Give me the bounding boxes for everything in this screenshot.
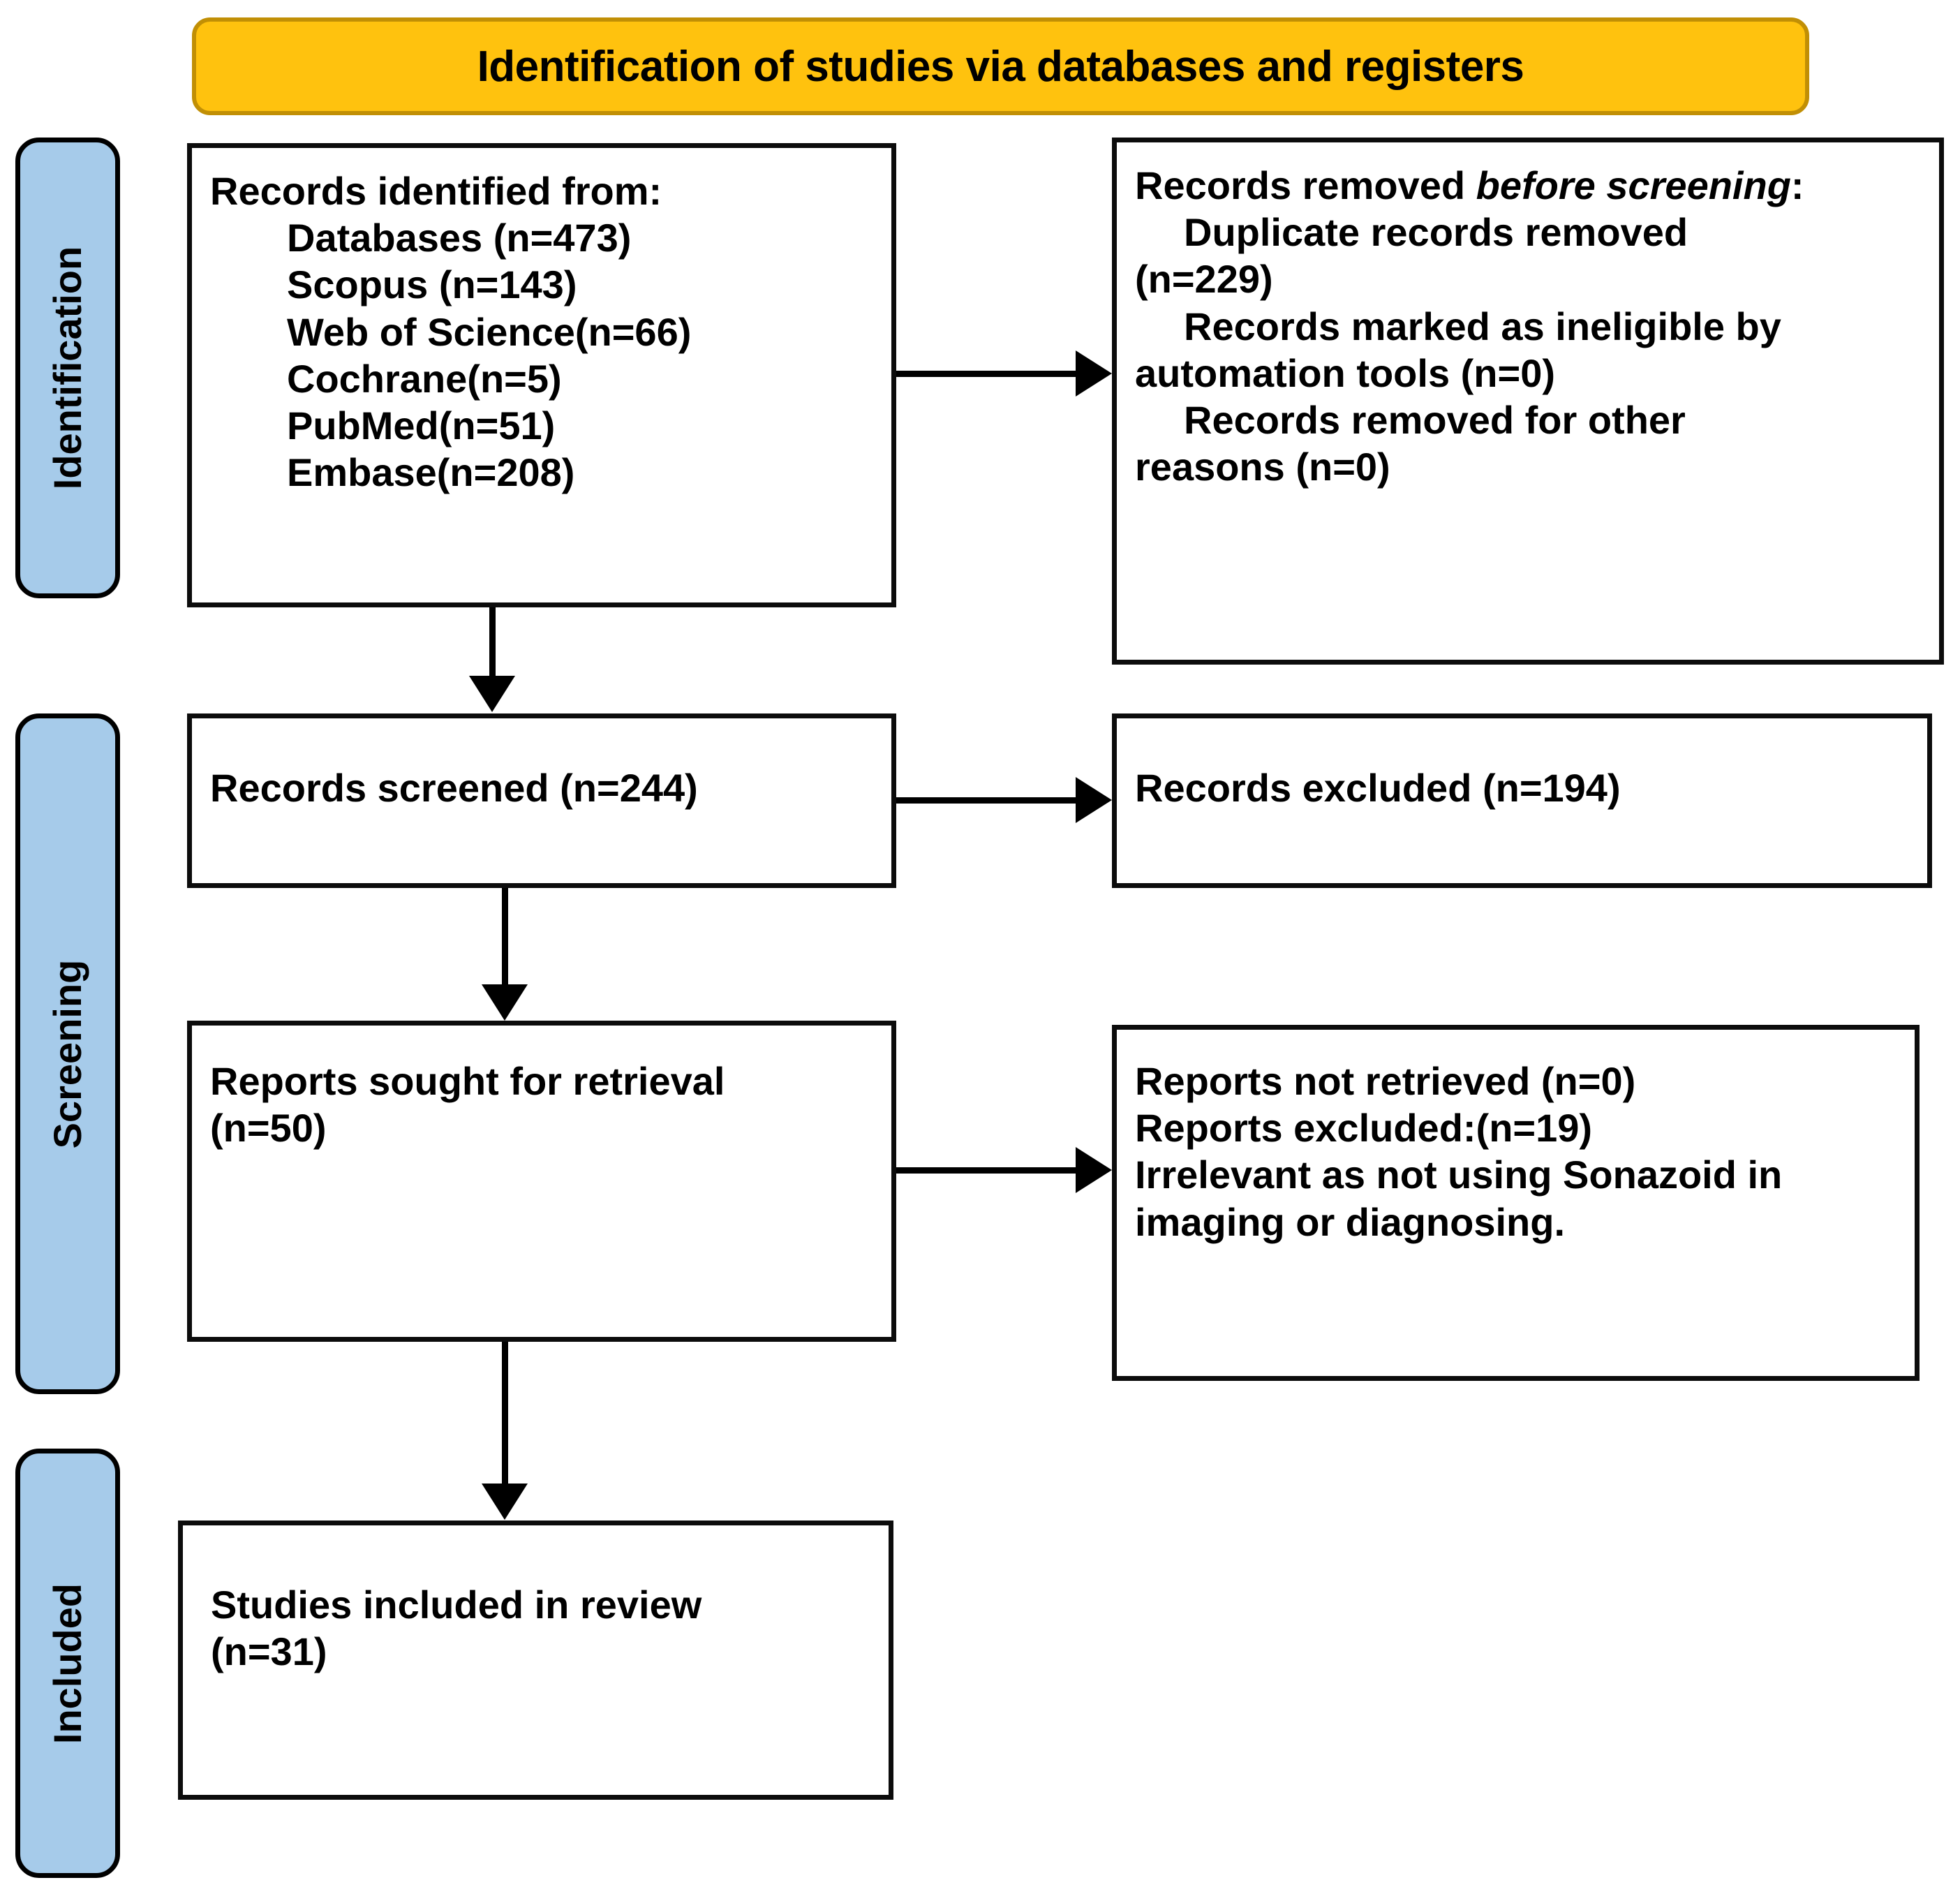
arrowhead-sought-to-reports-excluded bbox=[1076, 1147, 1112, 1193]
box-records-excluded: Records excluded (n=194) bbox=[1112, 713, 1932, 888]
records-removed-line: Records removed for other bbox=[1184, 397, 1686, 442]
phase-band-included: Included bbox=[15, 1449, 120, 1878]
records-identified-line: Web of Science(n=66) bbox=[287, 309, 692, 354]
records-removed-line: (n=229) bbox=[1135, 257, 1273, 302]
diagram-title-banner: Identification of studies via databases … bbox=[192, 17, 1809, 115]
connector-identified-to-removed bbox=[896, 371, 1076, 377]
box-reports-excluded: Reports not retrieved (n=0) Reports excl… bbox=[1112, 1025, 1920, 1381]
arrowhead-identified-to-removed bbox=[1076, 350, 1112, 397]
records-removed-heading-italic: before screening bbox=[1476, 163, 1791, 207]
records-removed-line: Duplicate records removed bbox=[1184, 210, 1688, 255]
records-excluded-line: Records excluded (n=194) bbox=[1135, 766, 1621, 810]
records-identified-line: Embase(n=208) bbox=[287, 450, 575, 495]
records-removed-line: reasons (n=0) bbox=[1135, 445, 1390, 489]
phase-band-screening: Screening bbox=[15, 713, 120, 1394]
arrowhead-screened-to-excluded bbox=[1076, 777, 1112, 823]
records-removed-heading: Records removed before screening: bbox=[1135, 162, 1921, 209]
reports-excluded-line: Reports excluded:(n=19) bbox=[1135, 1106, 1593, 1151]
box-records-identified: Records identified from: Databases (n=47… bbox=[187, 143, 896, 607]
box-records-screened: Records screened (n=244) bbox=[187, 713, 896, 888]
records-removed-heading-suffix: : bbox=[1790, 163, 1804, 207]
reports-sought-line: Reports sought for retrieval bbox=[210, 1059, 725, 1103]
records-screened-line: Records screened (n=244) bbox=[210, 766, 698, 810]
records-identified-line: Scopus (n=143) bbox=[287, 262, 577, 307]
diagram-title: Identification of studies via databases … bbox=[477, 42, 1524, 91]
box-records-removed: Records removed before screening: Duplic… bbox=[1112, 138, 1944, 665]
phase-label-identification: Identification bbox=[45, 246, 89, 490]
phase-label-screening: Screening bbox=[45, 959, 89, 1148]
phase-band-identification: Identification bbox=[15, 138, 120, 598]
reports-excluded-line: imaging or diagnosing. bbox=[1135, 1199, 1565, 1244]
records-identified-line: PubMed(n=51) bbox=[287, 403, 556, 447]
reports-sought-line: (n=50) bbox=[210, 1106, 327, 1151]
records-removed-line: Records marked as ineligible by bbox=[1184, 304, 1781, 348]
studies-included-line: (n=31) bbox=[211, 1629, 327, 1674]
records-removed-line: automation tools (n=0) bbox=[1135, 350, 1555, 395]
records-removed-heading-prefix: Records removed bbox=[1135, 163, 1476, 207]
records-identified-line: Cochrane(n=5) bbox=[287, 356, 562, 401]
connector-screened-to-reports-sought bbox=[502, 888, 508, 986]
connector-screened-to-excluded bbox=[896, 797, 1076, 804]
arrowhead-screened-to-reports-sought bbox=[482, 984, 528, 1021]
records-identified-heading: Records identified from: bbox=[210, 169, 662, 213]
connector-identified-to-screened bbox=[489, 607, 496, 677]
records-identified-line: Databases (n=473) bbox=[287, 216, 632, 260]
studies-included-line: Studies included in review bbox=[211, 1583, 702, 1627]
arrowhead-identified-to-screened bbox=[469, 676, 515, 712]
box-studies-included: Studies included in review (n=31) bbox=[178, 1521, 893, 1800]
connector-sought-to-studies-included bbox=[502, 1342, 508, 1485]
phase-label-included: Included bbox=[45, 1583, 89, 1744]
reports-excluded-line: Irrelevant as not using Sonazoid in bbox=[1135, 1153, 1783, 1197]
arrowhead-sought-to-studies-included bbox=[482, 1484, 528, 1520]
connector-sought-to-reports-excluded bbox=[896, 1167, 1076, 1174]
box-reports-sought: Reports sought for retrieval (n=50) bbox=[187, 1021, 896, 1342]
reports-excluded-line: Reports not retrieved (n=0) bbox=[1135, 1059, 1636, 1103]
